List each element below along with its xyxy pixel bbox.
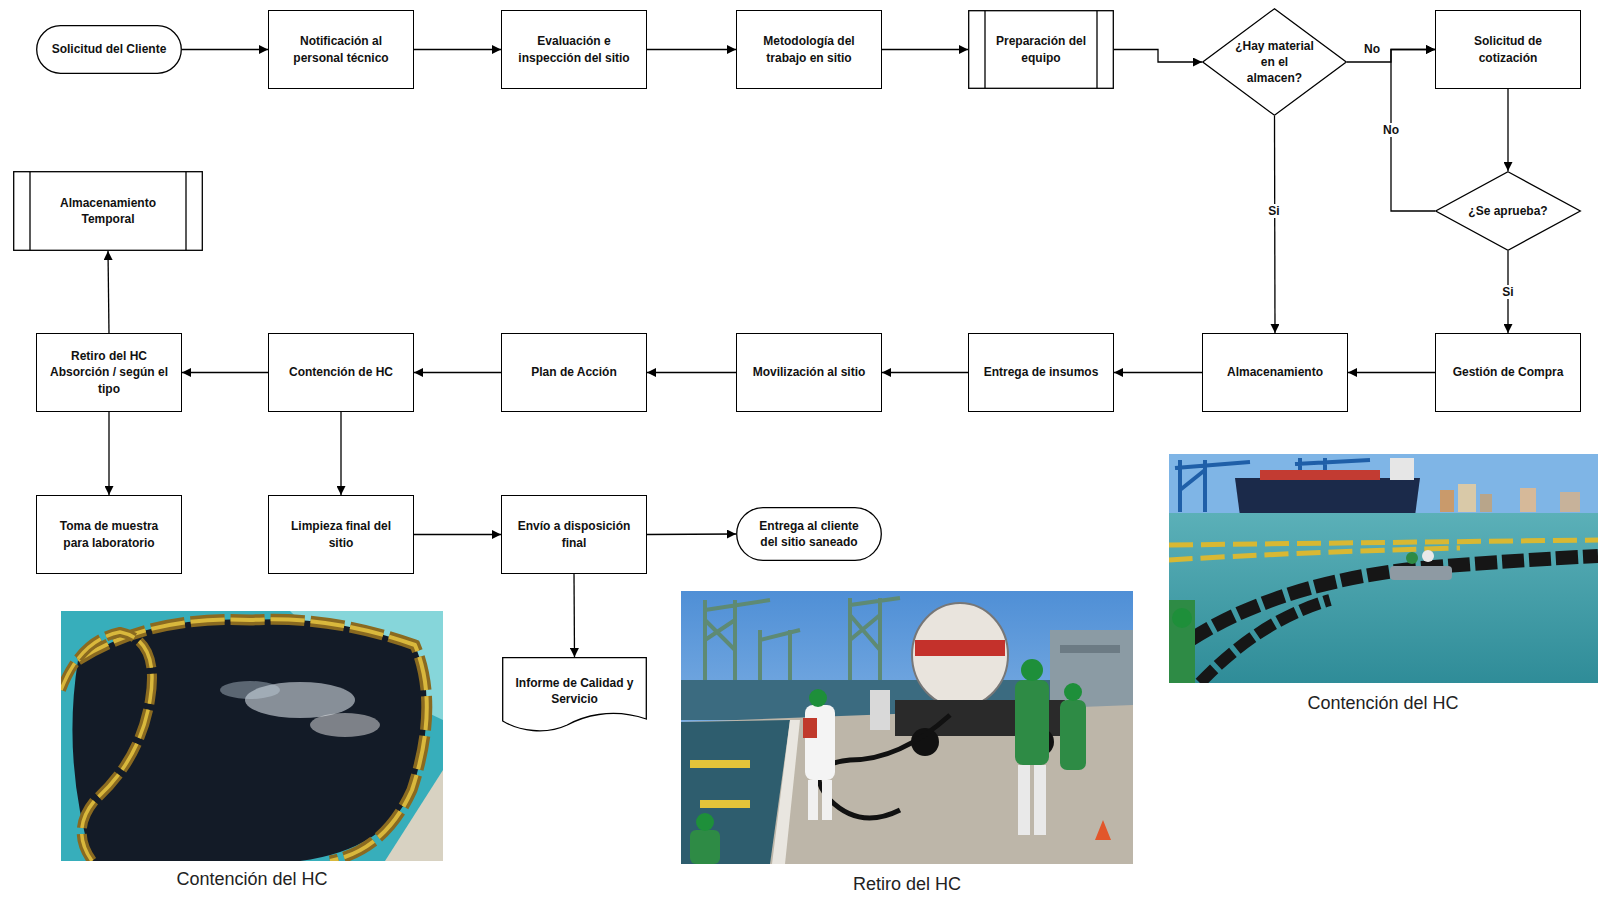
flow-arrow: [414, 49, 501, 50]
flow-arrow: [108, 251, 109, 333]
terminal-oval: Entrega al cliente del sitio saneado: [736, 507, 882, 561]
node-text-area: Notificación al personal técnico: [269, 11, 413, 88]
node-text-area: Entrega de insumos: [969, 334, 1113, 411]
node-label: ¿Hay material en el almacen?: [1232, 38, 1317, 87]
node-label: Preparación del equipo: [990, 33, 1092, 65]
branch-label: Si: [1266, 204, 1281, 218]
predefined-process: Almacenamiento Temporal: [13, 171, 203, 251]
process-box: Retiro del HC Absorción / según el tipo: [36, 333, 182, 412]
node-text-area: Toma de muestra para laboratorio: [37, 496, 181, 573]
flow-arrow: [1274, 116, 1276, 333]
process-box: Metodología del trabajo en sitio: [736, 10, 882, 89]
worker-figures: [690, 659, 1111, 864]
process-box: Notificación al personal técnico: [268, 10, 414, 89]
flow-arrow: [182, 372, 268, 373]
node-label: Plan de Acción: [531, 364, 617, 380]
node-label: Evaluación e inspección del sitio: [512, 33, 636, 65]
node-label: Limpieza final del sitio: [279, 518, 403, 550]
flow-arrow: [647, 49, 736, 50]
node-label: ¿Se aprueba?: [1468, 203, 1547, 219]
terminal-oval: Solicitud del Cliente: [36, 25, 182, 74]
decision-diamond: ¿Hay material en el almacen?: [1202, 8, 1347, 116]
process-box: Plan de Acción: [501, 333, 647, 412]
flow-arrow: [882, 49, 968, 50]
node-text-area: Evaluación e inspección del sitio: [502, 11, 646, 88]
branch-label: No: [1381, 123, 1401, 137]
node-label: Retiro del HC Absorción / según el tipo: [47, 348, 171, 397]
predefined-process-outline: [968, 10, 1114, 89]
node-text-area: ¿Hay material en el almacen?: [1202, 8, 1347, 116]
flow-arrow: [1114, 50, 1202, 63]
node-label: Movilización al sitio: [753, 364, 866, 380]
flow-arrow: [647, 372, 736, 373]
predefined-process: Preparación del equipo: [968, 10, 1114, 89]
node-label: Solicitud del Cliente: [52, 41, 167, 57]
node-label: Almacenamiento: [1227, 364, 1323, 380]
process-box: Contención de HC: [268, 333, 414, 412]
flow-arrow: [647, 533, 736, 535]
document-shape: Informe de Calidad y Servicio: [502, 657, 647, 735]
photo-harbour-containment: [1169, 454, 1598, 683]
process-box: Solicitud de cotización: [1435, 10, 1581, 89]
process-box: Toma de muestra para laboratorio: [36, 495, 182, 574]
node-label: Entrega al cliente del sitio saneado: [750, 518, 868, 550]
node-text-area: Almacenamiento Temporal: [13, 171, 203, 251]
node-text-area: Preparación del equipo: [968, 10, 1114, 89]
node-label: Toma de muestra para laboratorio: [47, 518, 171, 550]
node-text-area: Limpieza final del sitio: [269, 496, 413, 573]
photo-caption: Retiro del HC: [853, 874, 961, 895]
node-text-area: Gestión de Compra: [1436, 334, 1580, 411]
node-label: Metodología del trabajo en sitio: [747, 33, 871, 65]
node-text-area: Solicitud del Cliente: [36, 25, 182, 74]
node-text-area: Entrega al cliente del sitio saneado: [736, 507, 882, 561]
node-text-area: Informe de Calidad y Servicio: [502, 657, 647, 735]
node-label: Contención de HC: [289, 364, 393, 380]
node-label: Notificación al personal técnico: [279, 33, 403, 65]
flow-arrow: [1114, 372, 1202, 373]
flow-arrow: [340, 412, 341, 495]
terminal-oval-outline: [736, 507, 882, 561]
node-text-area: Movilización al sitio: [737, 334, 881, 411]
branch-label: No: [1362, 42, 1382, 56]
process-box: Entrega de insumos: [968, 333, 1114, 412]
photo-hc-removal: [681, 591, 1133, 864]
node-label: Informe de Calidad y Servicio: [512, 675, 637, 707]
node-text-area: ¿Se aprueba?: [1435, 171, 1581, 251]
process-box: Gestión de Compra: [1435, 333, 1581, 412]
node-text-area: Metodología del trabajo en sitio: [737, 11, 881, 88]
node-text-area: Solicitud de cotización: [1436, 11, 1580, 88]
predefined-process-outline: [13, 171, 203, 251]
node-label: Solicitud de cotización: [1446, 33, 1570, 65]
node-text-area: Envío a disposición final: [502, 496, 646, 573]
decision-diamond: ¿Se aprueba?: [1435, 171, 1581, 251]
node-text-area: Contención de HC: [269, 334, 413, 411]
process-box: Limpieza final del sitio: [268, 495, 414, 574]
flow-arrow: [108, 412, 109, 495]
photo-caption: Contención del HC: [176, 869, 327, 890]
photo-caption: Contención del HC: [1307, 693, 1458, 714]
photo-containment-boom: [61, 611, 443, 861]
process-box: Envío a disposición final: [501, 495, 647, 574]
node-text-area: Almacenamiento: [1203, 334, 1347, 411]
flow-arrow: [1348, 372, 1435, 373]
process-box: Movilización al sitio: [736, 333, 882, 412]
flow-arrow: [414, 534, 501, 535]
flow-arrow: [882, 372, 968, 373]
node-label: Entrega de insumos: [984, 364, 1099, 380]
branch-label: Si: [1500, 285, 1515, 299]
node-text-area: Retiro del HC Absorción / según el tipo: [37, 334, 181, 411]
flow-arrow: [573, 574, 575, 657]
process-box: Almacenamiento: [1202, 333, 1348, 412]
flow-arrow: [182, 49, 268, 50]
node-label: Envío a disposición final: [512, 518, 636, 550]
flow-arrow: [1507, 89, 1508, 171]
process-box: Evaluación e inspección del sitio: [501, 10, 647, 89]
node-label: Almacenamiento Temporal: [35, 195, 181, 227]
node-text-area: Plan de Acción: [502, 334, 646, 411]
node-label: Gestión de Compra: [1453, 364, 1564, 380]
flow-arrow: [414, 372, 501, 373]
